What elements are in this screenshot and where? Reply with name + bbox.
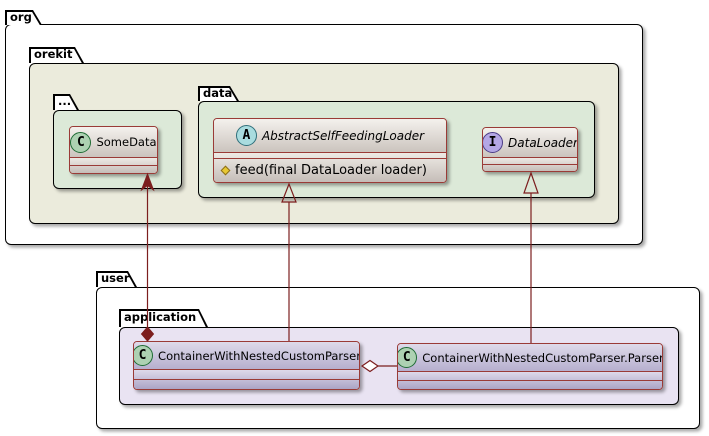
class-name: DataLoader bbox=[508, 135, 578, 150]
class-compartments bbox=[483, 157, 577, 171]
package-tab-org: org bbox=[5, 10, 42, 25]
tab-fill bbox=[31, 49, 82, 64]
class-name: ContainerWithNestedCustomParser.Parser bbox=[422, 350, 663, 365]
class-title: C ContainerWithNestedCustomParser.Parser bbox=[398, 344, 662, 371]
methods-compartment bbox=[398, 380, 662, 389]
package-tab-application: application bbox=[119, 309, 208, 327]
class-somedata: C SomeData bbox=[69, 126, 158, 174]
tab-fill bbox=[7, 12, 40, 26]
class-compartments bbox=[398, 371, 662, 389]
class-circle-icon: C bbox=[134, 345, 154, 366]
tab-fill bbox=[98, 273, 135, 288]
fields-compartment bbox=[70, 157, 157, 165]
class-circle-icon: C bbox=[70, 131, 92, 153]
methods-compartment bbox=[70, 165, 157, 173]
methods-compartment: feed(final DataLoader loader) bbox=[214, 158, 446, 182]
package-tab-user: user bbox=[96, 271, 137, 287]
class-name: AbstractSelfFeedingLoader bbox=[261, 128, 425, 143]
class-dataloader: I DataLoader bbox=[482, 127, 578, 172]
fields-compartment bbox=[483, 157, 577, 164]
methods-compartment bbox=[483, 164, 577, 171]
methods-compartment bbox=[134, 379, 359, 389]
package-label-application: application bbox=[124, 310, 197, 324]
tab-fill bbox=[121, 311, 206, 328]
class-container-parser: C ContainerWithNestedCustomParser.Parser bbox=[397, 343, 663, 390]
tab-fill bbox=[200, 88, 237, 102]
class-compartments bbox=[134, 369, 359, 389]
class-name: SomeData bbox=[96, 135, 157, 149]
package-label-data: data bbox=[203, 86, 233, 100]
class-title: C ContainerWithNestedCustomParser bbox=[134, 342, 359, 369]
package-label-org: org bbox=[10, 10, 32, 24]
class-compartments: feed(final DataLoader loader) bbox=[214, 152, 446, 182]
abstract-circle-icon: A bbox=[235, 125, 257, 146]
package-tab-ellipsis: ... bbox=[53, 94, 79, 110]
class-circle-icon: C bbox=[398, 347, 418, 368]
package-tab-orekit: orekit bbox=[29, 47, 84, 63]
fields-compartment bbox=[214, 152, 446, 158]
package-label-orekit: orekit bbox=[34, 47, 73, 61]
class-abstract-self-feeding-loader: A AbstractSelfFeedingLoader feed(final D… bbox=[213, 118, 447, 183]
fields-compartment bbox=[134, 369, 359, 379]
class-title: I DataLoader bbox=[483, 128, 577, 157]
fields-compartment bbox=[398, 371, 662, 380]
package-label-user: user bbox=[101, 271, 130, 285]
method-signature: feed(final DataLoader loader) bbox=[235, 163, 427, 178]
protected-visibility-icon bbox=[220, 165, 231, 176]
class-container-with-nested-custom-parser: C ContainerWithNestedCustomParser bbox=[133, 341, 360, 390]
class-title: C SomeData bbox=[70, 127, 157, 157]
class-compartments bbox=[70, 157, 157, 173]
class-title: A AbstractSelfFeedingLoader bbox=[214, 119, 446, 152]
interface-circle-icon: I bbox=[483, 132, 504, 153]
package-label-ellipsis: ... bbox=[58, 94, 72, 108]
class-name: ContainerWithNestedCustomParser bbox=[158, 348, 360, 363]
package-tab-data: data bbox=[198, 86, 239, 101]
